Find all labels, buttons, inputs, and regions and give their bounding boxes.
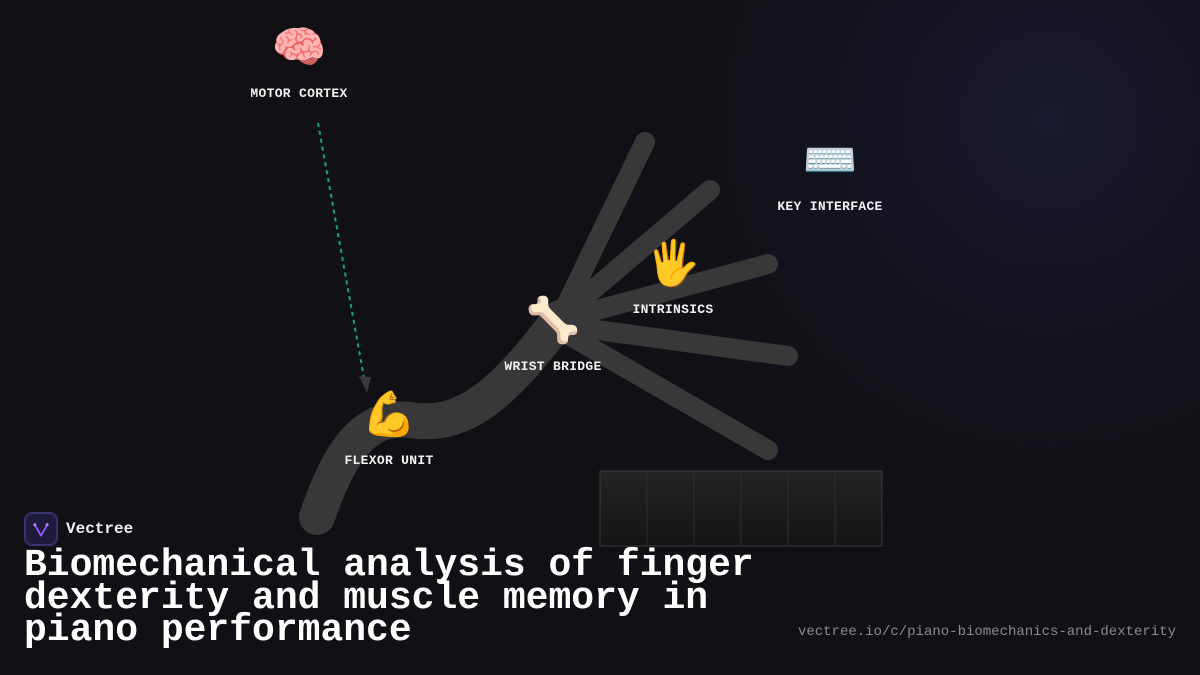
hand-icon: 🖐 bbox=[645, 238, 701, 289]
node-label: INTRINSICS bbox=[632, 302, 714, 317]
brand[interactable]: Vectree bbox=[24, 512, 133, 546]
source-url[interactable]: vectree.io/c/piano-biomechanics-and-dext… bbox=[797, 624, 1176, 640]
node-intrinsics: 🖐 INTRINSICS bbox=[593, 238, 753, 317]
brand-name: Vectree bbox=[66, 520, 134, 538]
keyboard-icon: ⌨️ bbox=[802, 135, 858, 186]
signal-arrowhead bbox=[359, 376, 371, 393]
finger-branch-middle bbox=[550, 254, 778, 330]
hand-branches bbox=[299, 132, 798, 535]
vectree-logo-icon bbox=[24, 512, 58, 546]
flexed-biceps-icon: 💪 bbox=[361, 389, 417, 440]
bone-icon: 🦴 bbox=[525, 295, 581, 346]
node-motor-cortex: 🧠 MOTOR CORTEX bbox=[219, 22, 379, 101]
node-wrist-bridge: 🦴 WRIST BRIDGE bbox=[473, 295, 633, 374]
node-key-interface: ⌨️ KEY INTERFACE bbox=[750, 135, 910, 214]
motor-signal-line bbox=[317, 122, 365, 379]
forearm-branch bbox=[299, 300, 578, 535]
finger-branch-pinky bbox=[550, 320, 778, 460]
finger-branch-index bbox=[550, 180, 720, 328]
brain-icon: 🧠 bbox=[271, 22, 327, 73]
node-label: KEY INTERFACE bbox=[777, 199, 883, 214]
node-label: MOTOR CORTEX bbox=[250, 86, 348, 101]
keyboard-panel bbox=[599, 470, 883, 547]
node-label: WRIST BRIDGE bbox=[504, 359, 602, 374]
page-title: Biomechanical analysis of finger dexteri… bbox=[24, 544, 754, 652]
finger-branch-ring bbox=[550, 315, 798, 366]
node-label: FLEXOR UNIT bbox=[344, 453, 434, 468]
finger-branch-thumb bbox=[550, 132, 655, 328]
node-flexor-unit: 💪 FLEXOR UNIT bbox=[309, 389, 469, 468]
